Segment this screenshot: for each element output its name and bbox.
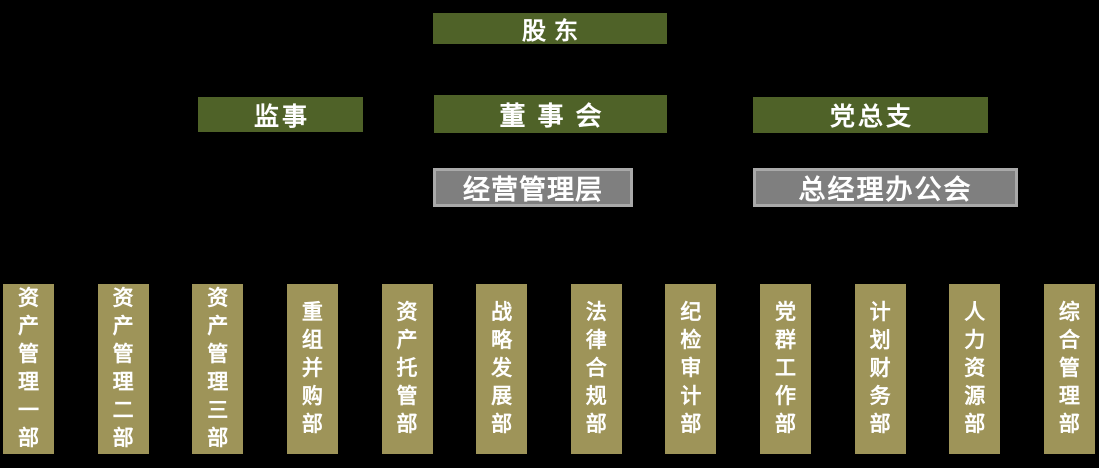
department-label: 计划财务部 [869, 301, 891, 436]
department-label: 党群工作部 [775, 301, 796, 436]
department-label: 战略发展部 [491, 301, 513, 436]
department-label: 资产托管部 [396, 301, 418, 436]
department-box-2: 资产管理二部 [97, 284, 149, 454]
supervisors-box: 监事 [198, 97, 363, 132]
department-label: 人力资源部 [964, 301, 986, 436]
department-box-9: 党群工作部 [760, 284, 811, 454]
department-box-10: 计划财务部 [854, 284, 906, 454]
departments-row: 资产管理一部 资产管理二部 资产管理三部 重组并购部 资产托管部 战略发展部 法律合规部 纪检… [3, 284, 1095, 454]
department-label: 综合管理部 [1058, 301, 1080, 436]
department-label: 纪检审计部 [680, 301, 702, 436]
department-box-12: 综合管理部 [1043, 284, 1095, 454]
shareholders-label: 股东 [522, 18, 586, 45]
department-box-1: 资产管理一部 [3, 284, 54, 454]
management-level-label: 经营管理层 [463, 175, 603, 205]
department-box-11: 人力资源部 [949, 284, 1001, 454]
gm-office-meeting-label: 总经理办公会 [798, 175, 973, 205]
department-label: 重组并购部 [301, 301, 323, 436]
department-label: 法律合规部 [585, 301, 607, 436]
department-box-4: 重组并购部 [286, 284, 338, 454]
shareholders-box: 股东 [433, 13, 667, 45]
department-box-3: 资产管理三部 [192, 284, 244, 454]
department-box-5: 资产托管部 [381, 284, 433, 454]
department-label: 资产管理三部 [207, 287, 229, 450]
department-label: 资产管理一部 [18, 287, 39, 450]
management-level-box: 经营管理层 [433, 168, 633, 207]
department-box-7: 法律合规部 [570, 284, 622, 454]
party-branch-box: 党总支 [753, 97, 988, 133]
gm-office-meeting-box: 总经理办公会 [753, 168, 1018, 207]
board-of-directors-box: 董事会 [434, 95, 667, 133]
board-of-directors-label: 董事会 [499, 100, 614, 131]
department-box-6: 战略发展部 [476, 284, 528, 454]
supervisors-label: 监事 [253, 102, 310, 131]
department-label: 资产管理二部 [112, 287, 134, 450]
department-box-8: 纪检审计部 [665, 284, 717, 454]
party-branch-label: 党总支 [829, 103, 914, 131]
